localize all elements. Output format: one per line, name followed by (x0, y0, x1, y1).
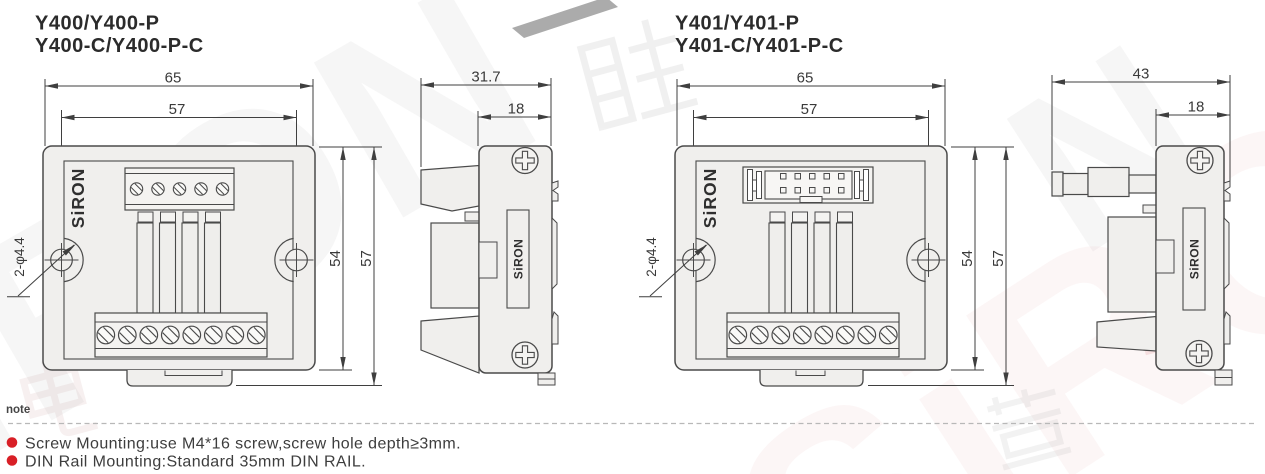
top-terminal-block (124, 167, 235, 211)
note-label: note (6, 404, 30, 416)
dim-body-height: 54 (319, 146, 382, 371)
svg-text:65: 65 (797, 70, 814, 87)
phillips-screw-top (1186, 146, 1214, 175)
watermark-glyph-dian-l (19, 359, 99, 437)
brand-label: SiRON (68, 168, 88, 228)
y400-front-view: 65 57 SiRON (7, 70, 382, 387)
svg-text:2-φ4.4: 2-φ4.4 (12, 237, 27, 277)
svg-text:57: 57 (801, 101, 818, 118)
brand-plate (506, 209, 530, 309)
dim-body-depth: 18 (1155, 99, 1230, 146)
relay-sockets (137, 211, 221, 223)
mount-hole-callout: 2-φ4.4 (639, 237, 708, 298)
dim-overall-width: 65 (44, 70, 314, 146)
svg-text:57: 57 (990, 250, 1007, 267)
side-inner-step (478, 241, 498, 279)
dim-overall-width: 65 (676, 70, 946, 146)
brand-label: SiRON (1188, 239, 1202, 280)
y401-side-view: 43 18 SiRON (1051, 66, 1233, 386)
svg-text:54: 54 (959, 250, 976, 267)
din-latch-tab (759, 370, 864, 387)
svg-text:54: 54 (327, 250, 344, 267)
mount-hole-callout: 2-φ4.4 (7, 237, 76, 298)
relay-bars (136, 222, 222, 314)
product-title-y400-line2: Y400-C/Y400-P-C (35, 35, 204, 57)
y400-side-view: 31.7 18 SiRON (420, 69, 559, 386)
dim-overall-depth: 43 (1051, 66, 1231, 182)
product-title-y401-line2: Y401-C/Y401-P-C (675, 35, 844, 57)
svg-text:43: 43 (1133, 66, 1150, 83)
phillips-screw-bottom (1185, 339, 1213, 368)
bottom-terminal-block (726, 312, 900, 358)
y401-front-view: 65 57 SiRON (639, 70, 1014, 387)
watermark-glyph-sheng (576, 19, 699, 132)
svg-text:2-φ4.4: 2-φ4.4 (644, 237, 659, 277)
note-bullet-2 (6, 455, 18, 466)
svg-text:31.7: 31.7 (471, 69, 500, 86)
din-clips (1214, 180, 1233, 386)
brand-label: SiRON (700, 168, 720, 228)
svg-text:57: 57 (169, 101, 186, 118)
side-inner-step (1155, 239, 1175, 274)
brand-label: SiRON (512, 239, 526, 280)
svg-text:18: 18 (1188, 99, 1205, 116)
dim-body-height: 54 (951, 146, 1014, 371)
phillips-screw-bottom (511, 341, 539, 369)
note-bullet-1 (6, 437, 18, 448)
phillips-screw-top (511, 146, 539, 175)
idc-connector (742, 166, 874, 204)
product-title-y400-line1: Y400/Y400-P (35, 13, 159, 35)
dim-overall-depth: 31.7 (420, 69, 552, 167)
svg-text:65: 65 (165, 70, 182, 87)
bottom-terminal-block (94, 312, 268, 358)
din-clips (537, 180, 559, 386)
product-title-y401-line1: Y401/Y401-P (675, 13, 799, 35)
dim-body-depth: 18 (477, 101, 551, 146)
watermark-glyph-lan (986, 388, 1072, 471)
dim-overall-height: 57 (868, 147, 1014, 386)
note-item-1: Screw Mounting:use M4*16 screw,screw hol… (25, 436, 461, 453)
svg-text:18: 18 (508, 101, 525, 118)
side-protrusions (420, 164, 480, 374)
note-section: note Screw Mounting:use M4*16 screw,scre… (6, 404, 1256, 471)
brand-plate (1182, 207, 1206, 311)
note-item-2: DIN Rail Mounting:Standard 35mm DIN RAIL… (25, 454, 366, 471)
dim-overall-height: 57 (236, 147, 382, 386)
svg-text:57: 57 (358, 250, 375, 267)
idc-pins (780, 173, 845, 194)
din-latch-tab (126, 370, 233, 387)
relay-sockets (769, 211, 853, 223)
